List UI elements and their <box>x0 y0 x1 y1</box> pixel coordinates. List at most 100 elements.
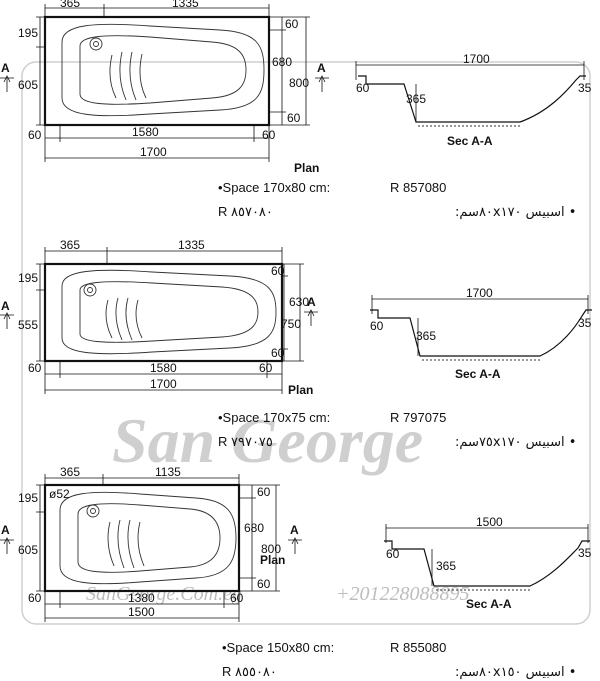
section-view-2: 1700 60 365 35 Sec A-A <box>370 286 592 381</box>
product-code-3: R 855080 <box>390 640 446 655</box>
arabic-code-1: R ٨٥٧٠٨٠ <box>218 204 273 219</box>
spec-line-3: •Space 150x80 cm: <box>222 640 334 655</box>
right-dim-bot-3: 60 <box>257 577 271 591</box>
section-marker-left-3: A <box>1 523 10 537</box>
bottom-dim-mid-2: 1580 <box>150 361 177 375</box>
bottom-dim-mid-3: 1380 <box>128 591 155 605</box>
panel-3: 365 1135 ø52 195 605 60 680 60 800 60 13… <box>0 465 592 680</box>
watermark-website: SanGeorge.Com.eg <box>86 583 242 605</box>
tub-basin-outer-3 <box>59 491 237 585</box>
right-dim-mid-2: 630 <box>289 295 309 309</box>
right-dim-top-3: 60 <box>257 485 271 499</box>
section-marker-right-1: A <box>317 61 326 75</box>
tub-basin-inner-2 <box>79 281 259 343</box>
section-view-3: 1500 60 365 35 Sec A-A <box>384 515 592 611</box>
section-profile-1 <box>358 75 586 123</box>
right-dim-total-2: 750 <box>281 317 301 331</box>
plan-view-2: 365 1335 195 555 60 630 60 750 60 1580 6… <box>0 238 318 397</box>
section-marker-left-1: A <box>1 61 10 75</box>
tub-basin-outer-2 <box>61 269 277 355</box>
right-dim-bot-2: 60 <box>271 346 285 360</box>
backrest-ribs-3 <box>107 519 145 569</box>
bottom-dim-right-2: 60 <box>259 361 273 375</box>
watermark-frame <box>21 61 591 625</box>
section-profile-2 <box>370 309 592 357</box>
section-view-1: 1700 60 365 35 Sec A-A <box>355 52 592 148</box>
right-dim-lines-2 <box>282 263 304 362</box>
bottom-dim-lines-2 <box>44 361 283 394</box>
section-arrow-right-3 <box>288 537 302 554</box>
bottom-dim-left-1: 60 <box>28 128 42 142</box>
right-dim-lines-1 <box>269 16 310 126</box>
section-title-2: Sec A-A <box>455 367 501 381</box>
right-dim-total-3: 800 <box>261 542 281 556</box>
section-arrow-left-1 <box>0 75 14 92</box>
product-code-1: R 857080 <box>390 180 446 195</box>
bottom-dim-left-2: 60 <box>28 361 42 375</box>
backrest-ribs-1 <box>109 51 147 101</box>
plan-label-3: Plan <box>260 553 285 567</box>
top-dim-b-3: 1135 <box>155 465 181 479</box>
tub-basin-inner-3 <box>77 503 221 573</box>
bottom-dim-right-3: 60 <box>230 591 244 605</box>
plan-view-1: 365 1335 195 605 60 680 60 800 60 1580 6… <box>0 0 329 175</box>
drain-center-icon-1 <box>93 41 99 47</box>
right-dim-mid-1: 680 <box>272 55 292 69</box>
top-dim-b-2: 1335 <box>178 238 205 252</box>
left-dim-a-2: 195 <box>18 271 38 285</box>
section-right-rim-3: 35 <box>578 546 592 560</box>
right-dim-top-1: 60 <box>285 17 299 31</box>
drain-center-icon-2 <box>87 287 93 293</box>
watermark-phone: +201228088895 <box>336 583 470 605</box>
spec-line-1: •Space 170x80 cm: <box>218 180 330 195</box>
arabic-code-2: R ٧٩٧٠٧٥ <box>218 434 273 449</box>
tub-outline-3 <box>43 483 241 593</box>
section-depth-2: 365 <box>416 329 436 343</box>
plan-label-2: Plan <box>288 383 313 397</box>
left-dim-a-3: 195 <box>18 491 38 505</box>
panel-1: 365 1335 195 605 60 680 60 800 60 1580 6… <box>0 0 592 220</box>
bottom-dim-mid-1: 1580 <box>132 125 159 139</box>
top-dim-lines-1 <box>44 4 270 17</box>
bottom-dim-left-3: 60 <box>28 591 42 605</box>
section-title-1: Sec A-A <box>447 134 493 148</box>
arabic-line-1: • اسبيس ٨٠x١٧٠سم: <box>455 205 576 220</box>
left-dim-lines-2 <box>36 263 45 362</box>
section-length-line-2 <box>371 295 589 314</box>
left-dim-b-3: 605 <box>18 543 38 557</box>
plan-label-1: Plan <box>294 161 319 175</box>
section-length-3: 1500 <box>476 515 503 529</box>
product-code-2: R 797075 <box>390 410 446 425</box>
drain-icon-1 <box>89 37 103 51</box>
top-dim-a-2: 365 <box>60 238 80 252</box>
backrest-ribs-2 <box>105 297 143 341</box>
section-right-rim-2: 35 <box>578 316 592 330</box>
bottom-dim-total-2: 1700 <box>150 377 177 391</box>
section-length-1: 1700 <box>463 52 490 66</box>
section-arrow-left-2 <box>0 312 14 329</box>
left-dim-lines-3 <box>36 484 45 592</box>
drain-icon-3 <box>86 504 100 518</box>
watermark-band <box>82 580 518 606</box>
section-profile-3 <box>384 540 590 587</box>
section-left-rim-1: 60 <box>356 81 370 95</box>
left-dim-b-2: 555 <box>18 318 38 332</box>
bottom-dim-lines-3 <box>44 591 240 622</box>
tub-outline-1 <box>43 15 271 127</box>
tub-basin-inner-1 <box>79 35 247 105</box>
section-marker-right-2: A <box>307 295 316 309</box>
panel-2: 365 1335 195 555 60 630 60 750 60 1580 6… <box>0 238 592 450</box>
top-dim-lines-3 <box>44 474 240 485</box>
right-dim-mid-3: 680 <box>244 521 264 535</box>
tub-outline-2 <box>43 262 284 363</box>
plan-view-3: 365 1135 ø52 195 605 60 680 60 800 60 13… <box>0 465 302 622</box>
bottom-dim-total-3: 1500 <box>128 605 155 619</box>
left-dim-a-1: 195 <box>18 26 38 40</box>
top-dim-a-1: 365 <box>60 0 80 10</box>
tub-basin-outer-1 <box>61 23 265 117</box>
section-arrow-right-1 <box>315 75 329 92</box>
section-length-2: 1700 <box>466 286 493 300</box>
hole-diameter-3: ø52 <box>49 487 70 501</box>
arabic-line-2: • اسبيس ٧٥x١٧٠سم: <box>455 435 576 450</box>
